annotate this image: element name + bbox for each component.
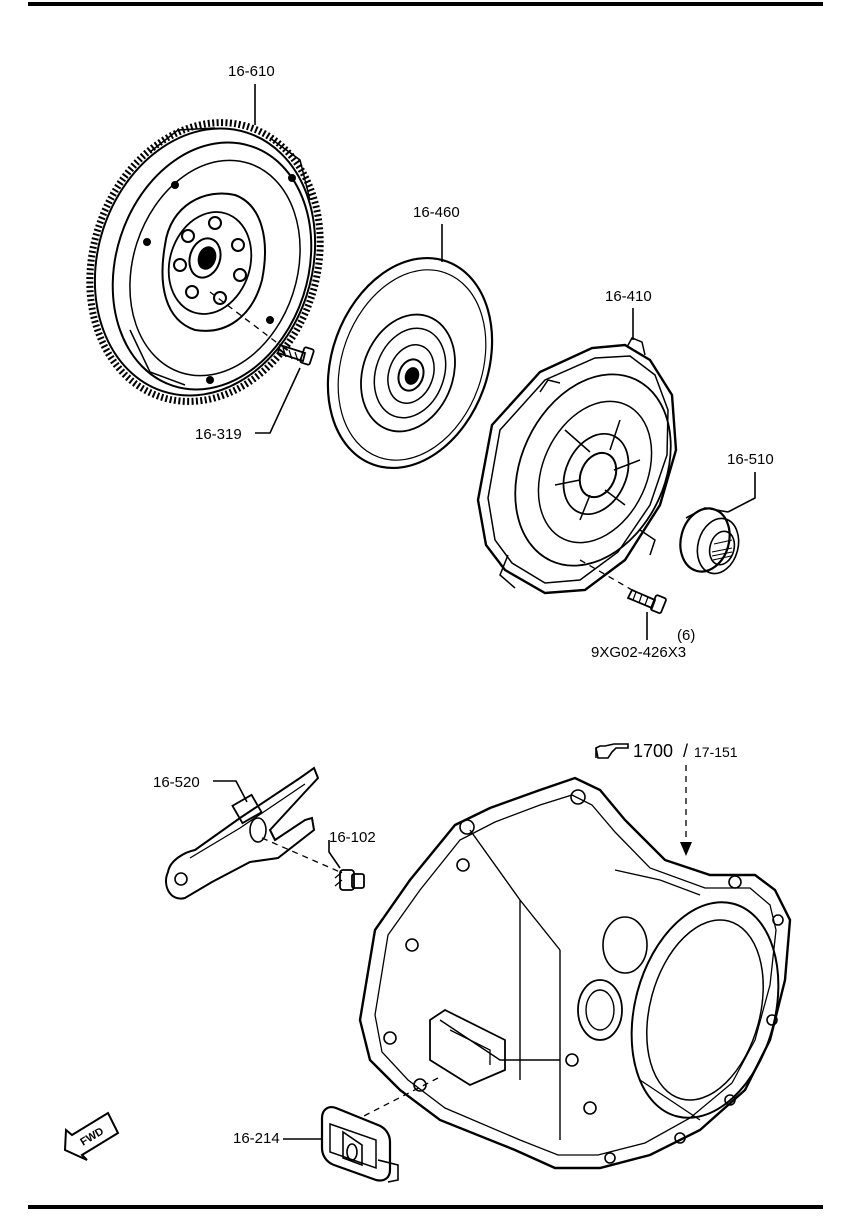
bottom-border bbox=[28, 1205, 823, 1209]
label-release-bearing: 16-510 bbox=[727, 451, 774, 468]
flywheel-bolt-part[interactable] bbox=[276, 343, 315, 366]
clutch-cover-part[interactable] bbox=[476, 337, 701, 595]
label-see-ref-sub[interactable]: 17-151 bbox=[694, 744, 738, 760]
release-fork-part[interactable] bbox=[165, 766, 320, 900]
label-cover-bolt: 9XG02-426X3 bbox=[591, 644, 687, 661]
cover-bolt-part[interactable] bbox=[626, 588, 667, 614]
pointing-hand-icon bbox=[595, 743, 629, 759]
label-boot: 16-214 bbox=[233, 1130, 280, 1147]
transmission-case[interactable] bbox=[358, 776, 801, 1170]
clutch-disc-part[interactable] bbox=[300, 235, 520, 491]
flywheel-part[interactable] bbox=[55, 92, 356, 431]
label-clutch-disc: 16-460 bbox=[413, 204, 460, 221]
label-pivot-bolt: 16-102 bbox=[329, 829, 376, 846]
release-bearing-part[interactable] bbox=[674, 503, 745, 578]
boot-part[interactable] bbox=[320, 1106, 399, 1183]
label-cover-bolt-qty: (6) bbox=[677, 627, 696, 644]
pivot-bolt-part[interactable] bbox=[334, 869, 365, 891]
label-release-fork: 16-520 bbox=[153, 774, 200, 791]
dashed-lines bbox=[209, 291, 687, 1119]
top-border bbox=[28, 2, 823, 6]
label-see-ref-sep: / bbox=[683, 741, 689, 761]
arrow-head bbox=[680, 842, 692, 856]
label-clutch-cover: 16-410 bbox=[605, 288, 652, 305]
label-see-ref-main[interactable]: 1700 bbox=[633, 741, 674, 761]
fwd-arrow-icon: FWD bbox=[63, 1111, 120, 1161]
leader-lines bbox=[213, 84, 756, 1140]
label-flywheel-bolt: 16-319 bbox=[195, 426, 242, 443]
label-flywheel: 16-610 bbox=[228, 63, 275, 80]
